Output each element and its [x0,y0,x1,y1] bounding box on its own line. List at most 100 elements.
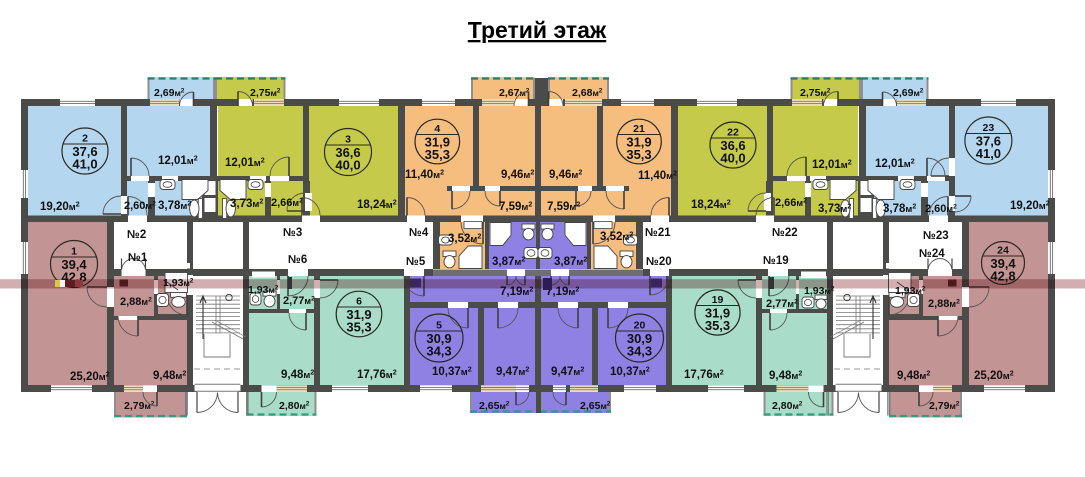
svg-text:19: 19 [712,294,724,306]
svg-text:9,47м2: 9,47м2 [496,366,529,379]
svg-text:3,87м2: 3,87м2 [492,256,525,269]
svg-text:3,52м2: 3,52м2 [600,231,633,244]
svg-text:7,59м2: 7,59м2 [547,201,580,214]
svg-text:10,37м2: 10,37м2 [432,366,472,379]
svg-text:№21: №21 [645,227,671,239]
svg-text:4: 4 [434,123,440,135]
svg-text:34,3: 34,3 [426,344,451,359]
svg-text:3,73м2: 3,73м2 [818,203,851,216]
svg-text:2,65м2: 2,65м2 [580,400,611,412]
svg-text:№3: №3 [283,227,302,239]
svg-text:12,01м2: 12,01м2 [875,158,915,171]
svg-text:40,0: 40,0 [335,158,360,173]
svg-text:№23: №23 [923,230,949,242]
svg-text:9,47м2: 9,47м2 [551,366,584,379]
svg-text:19,20м2: 19,20м2 [40,201,80,214]
svg-text:3,78м2: 3,78м2 [883,203,916,216]
svg-text:31,9: 31,9 [705,306,730,321]
svg-text:31,9: 31,9 [346,307,371,322]
svg-text:1: 1 [71,246,77,258]
svg-text:2,80м2: 2,80м2 [772,400,803,412]
svg-text:35,3: 35,3 [626,147,651,162]
svg-text:30,9: 30,9 [627,331,652,346]
svg-text:2,79м2: 2,79м2 [929,400,960,412]
svg-text:21: 21 [633,123,645,135]
svg-text:3,73м2: 3,73м2 [230,198,263,211]
svg-text:35,3: 35,3 [346,320,371,335]
svg-text:11,40м2: 11,40м2 [638,170,677,183]
svg-text:22: 22 [727,127,739,139]
svg-text:3: 3 [345,134,351,146]
svg-text:2,65м2: 2,65м2 [479,400,510,412]
svg-text:11,40м2: 11,40м2 [405,169,444,182]
svg-text:19,20м2: 19,20м2 [1010,200,1050,213]
svg-text:39,4: 39,4 [990,256,1016,271]
svg-text:30,9: 30,9 [426,331,451,346]
svg-text:25,20м2: 25,20м2 [70,371,110,384]
svg-text:5: 5 [436,320,442,332]
svg-text:Третий этаж: Третий этаж [468,17,607,43]
svg-text:12,01м2: 12,01м2 [812,159,852,172]
svg-text:6: 6 [356,296,362,308]
svg-text:41,0: 41,0 [72,157,97,172]
svg-text:35,3: 35,3 [425,147,450,162]
svg-text:№22: №22 [772,227,798,239]
svg-text:2,75м2: 2,75м2 [800,87,831,99]
svg-text:№19: №19 [763,255,789,267]
svg-text:25,20м2: 25,20м2 [974,370,1014,383]
svg-text:3,52м2: 3,52м2 [448,233,481,246]
svg-text:18,24м2: 18,24м2 [357,199,397,212]
svg-text:7,19м2: 7,19м2 [546,286,579,299]
svg-text:36,6: 36,6 [720,138,745,153]
svg-text:31,9: 31,9 [626,135,651,150]
svg-text:2,88м2: 2,88м2 [120,296,152,308]
svg-text:2,69м2: 2,69м2 [893,87,924,99]
svg-text:9,48м2: 9,48м2 [281,369,314,382]
svg-text:9,48м2: 9,48м2 [153,370,186,383]
svg-text:2,77м2: 2,77м2 [283,295,315,307]
svg-text:2,67м2: 2,67м2 [499,87,530,99]
svg-text:24: 24 [997,245,1009,257]
svg-text:9,48м2: 9,48м2 [769,370,802,383]
svg-text:3,87м2: 3,87м2 [554,256,587,269]
svg-text:9,48м2: 9,48м2 [897,370,930,383]
svg-text:12,01м2: 12,01м2 [158,155,198,168]
svg-text:№4: №4 [409,227,429,239]
svg-text:№1: №1 [128,252,148,264]
svg-text:2,66м2: 2,66м2 [271,197,303,209]
svg-text:34,3: 34,3 [627,344,652,359]
svg-text:37,6: 37,6 [976,134,1001,149]
svg-text:36,6: 36,6 [335,145,360,160]
svg-text:40,0: 40,0 [720,151,745,166]
svg-text:17,76м2: 17,76м2 [357,369,397,382]
svg-text:2,69м2: 2,69м2 [154,87,185,99]
svg-text:31,9: 31,9 [425,135,450,150]
svg-text:41,0: 41,0 [976,146,1001,161]
svg-text:2,79м2: 2,79м2 [124,400,155,412]
svg-text:2,77м2: 2,77м2 [766,298,798,310]
svg-text:№6: №6 [288,254,307,266]
svg-text:№5: №5 [406,256,426,268]
svg-text:№20: №20 [646,256,672,268]
svg-text:20: 20 [634,320,646,332]
svg-text:18,24м2: 18,24м2 [691,199,731,212]
svg-text:39,4: 39,4 [61,257,87,272]
svg-text:2,80м2: 2,80м2 [279,400,310,412]
svg-text:9,46м2: 9,46м2 [501,169,534,182]
svg-text:7,19м2: 7,19м2 [500,286,533,299]
svg-text:2,66м2: 2,66м2 [775,197,807,209]
svg-text:2,60м2: 2,60м2 [925,203,957,215]
svg-text:2,60м2: 2,60м2 [124,200,156,212]
svg-text:2: 2 [82,133,88,145]
svg-text:12,01м2: 12,01м2 [225,157,265,170]
svg-text:17,76м2: 17,76м2 [684,369,724,382]
svg-text:№2: №2 [127,229,146,241]
svg-text:7,59м2: 7,59м2 [499,201,532,214]
svg-text:23: 23 [983,122,995,134]
svg-text:2,88м2: 2,88м2 [928,298,960,310]
svg-text:9,46м2: 9,46м2 [549,169,582,182]
svg-text:2,75м2: 2,75м2 [250,87,281,99]
svg-text:№24: №24 [919,248,945,260]
svg-text:10,37м2: 10,37м2 [610,366,650,379]
svg-text:35,3: 35,3 [705,318,730,333]
